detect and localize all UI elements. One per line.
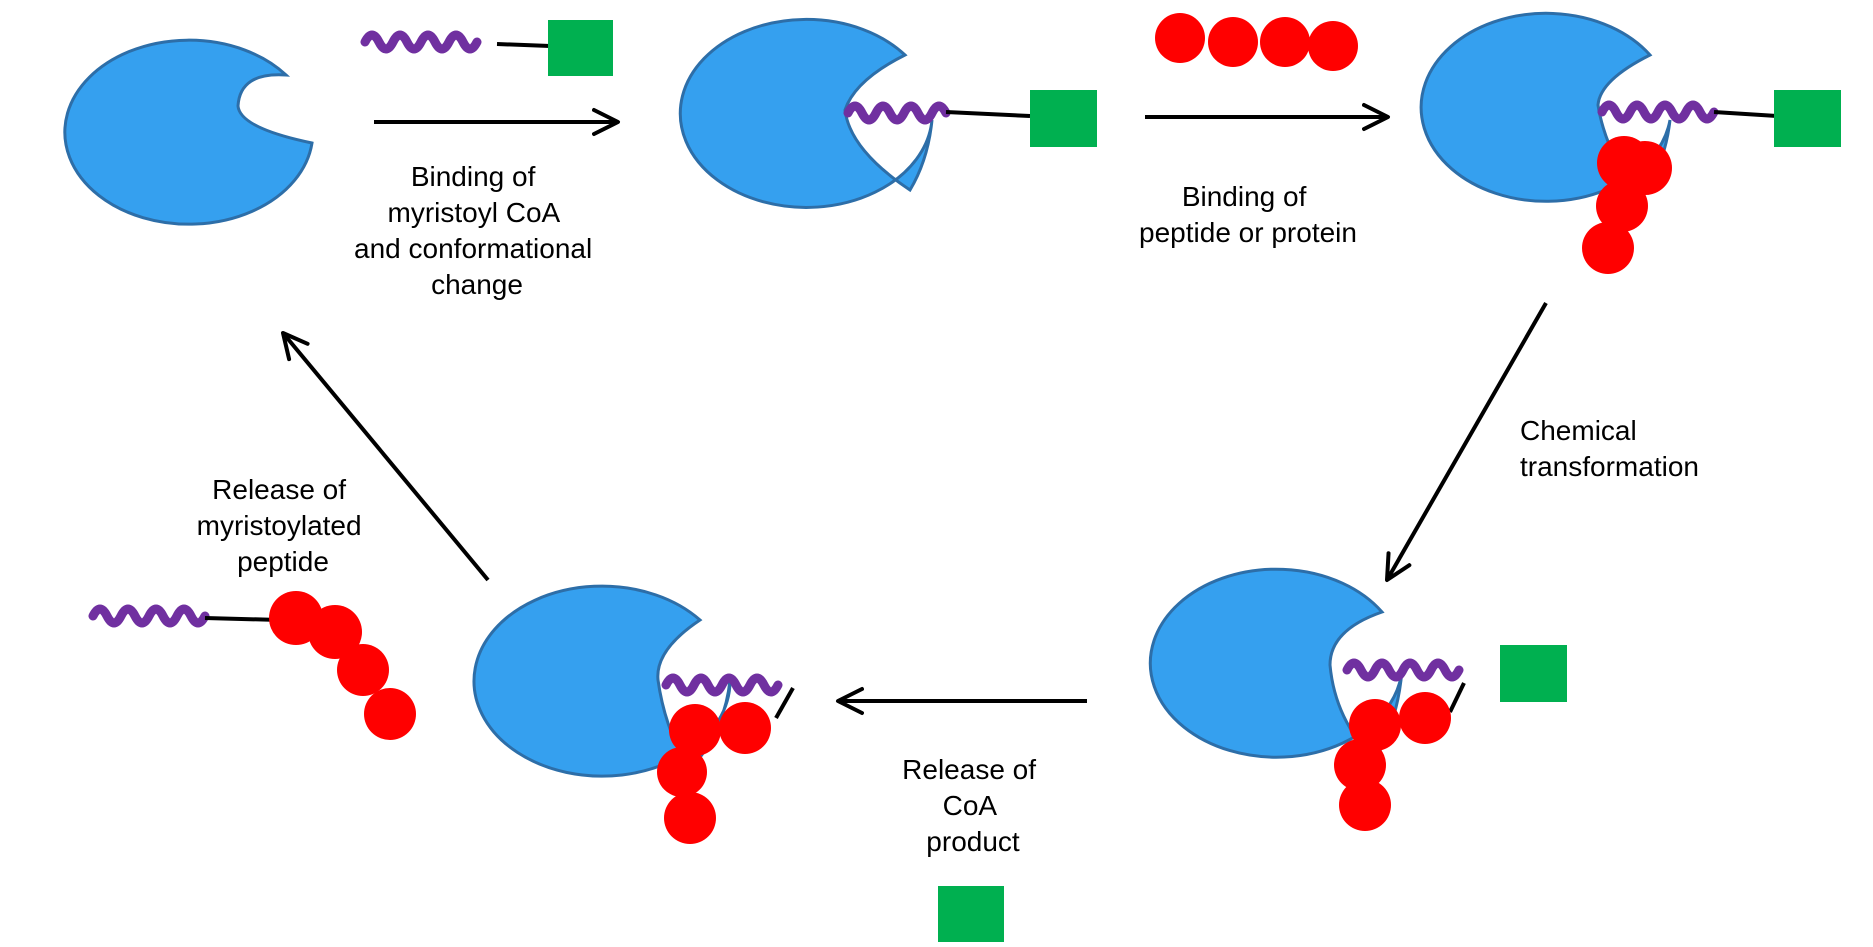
coa-square (1030, 90, 1097, 147)
coa-square (1774, 90, 1841, 147)
coa-square (548, 20, 613, 76)
peptide-residue (657, 747, 707, 797)
linker-bond (204, 616, 281, 622)
linker-bond (945, 110, 1031, 118)
peptide-residue (1618, 141, 1672, 195)
label-step5: Release of myristoylated peptide (197, 474, 370, 577)
myristoyl-chain (1342, 658, 1464, 682)
peptide-residue (669, 704, 721, 756)
linker-bond (496, 42, 551, 48)
peptide-residue (1582, 222, 1634, 274)
enzyme-myristoyl-coa-complex (678, 17, 1097, 209)
enzyme-free (63, 38, 314, 226)
peptide-free (1155, 13, 1358, 71)
arrow-step3 (1385, 302, 1548, 582)
enzyme-ternary-complex (1419, 11, 1841, 274)
peptide-residue (719, 702, 771, 754)
coa-square (938, 886, 1004, 942)
label-step1: Binding of myristoyl CoA and conformatio… (354, 161, 600, 300)
peptide-residue (1155, 13, 1205, 63)
peptide-residue (1349, 699, 1401, 751)
myristoyl-chain (360, 30, 482, 54)
label-step3: Chemical transformation (1520, 415, 1699, 482)
linker-bond (1713, 110, 1778, 118)
coa-released (938, 886, 1004, 942)
myristoylated-peptide-released (88, 591, 416, 740)
peptide-residue (1399, 692, 1451, 744)
peptide-residue (1208, 17, 1258, 67)
peptide-residue (1260, 17, 1310, 67)
arrow-step5 (281, 331, 490, 582)
linker-bond (774, 687, 795, 719)
myristoyl-chain (843, 101, 951, 125)
enzyme-product-complex (1148, 567, 1567, 831)
enzyme-shape (678, 17, 934, 209)
myristoyl-chain (88, 604, 210, 628)
peptide-residue (664, 792, 716, 844)
peptide-residue (364, 688, 416, 740)
linker-bond (1448, 682, 1466, 713)
myristoyl-chain (661, 673, 783, 697)
enzyme-shape (63, 38, 314, 226)
peptide-residue (308, 605, 362, 659)
peptide-residue (1339, 779, 1391, 831)
myristoyl-chain (1597, 100, 1719, 124)
peptide-residue (1334, 739, 1386, 791)
label-step4: Release of CoA product (902, 754, 1044, 857)
coa-square (1500, 645, 1567, 702)
peptide-residue (1596, 180, 1648, 232)
peptide-residue (337, 644, 389, 696)
peptide-residue (1308, 21, 1358, 71)
enzyme-shape (1148, 567, 1404, 763)
label-step2: Binding of peptide or protein (1139, 181, 1357, 248)
myristoyl-coa-free (360, 20, 613, 76)
enzyme-myristoylated-peptide-complex (472, 584, 795, 844)
